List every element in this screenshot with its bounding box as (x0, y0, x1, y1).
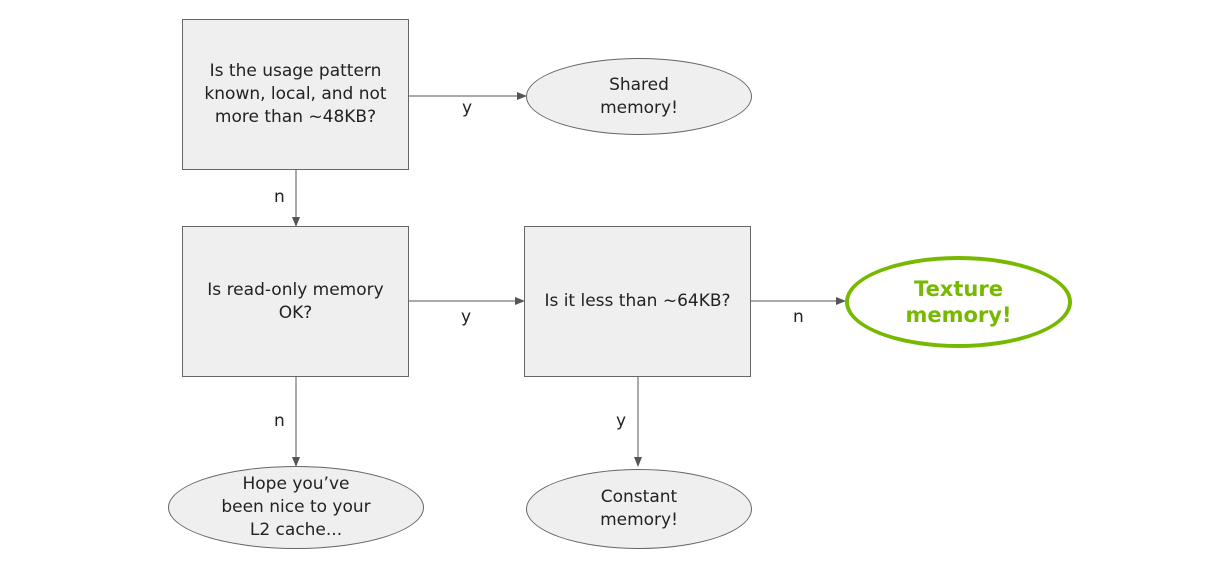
result-constant-memory-text: Constant memory! (600, 487, 678, 530)
edge-label-q1-q2: n (274, 187, 285, 207)
decision-usage-pattern: Is the usage pattern known, local, and n… (182, 19, 409, 170)
decision-size-64kb: Is it less than ~64KB? (524, 226, 751, 377)
decision-read-only-text: Is read-only memory OK? (207, 279, 384, 323)
decision-size-64kb-text: Is it less than ~64KB? (544, 291, 731, 311)
result-shared-memory-text: Shared memory! (600, 74, 678, 118)
edge-label-q3-texture: n (793, 307, 804, 327)
result-shared-memory: Shared memory! (526, 58, 752, 135)
edge-label-q1-shared: y (462, 98, 473, 118)
result-l2-cache-text: Hope you’ve been nice to your L2 cache..… (221, 474, 371, 540)
edge-label-q3-constant: y (616, 411, 627, 431)
decision-read-only: Is read-only memory OK? (182, 226, 409, 377)
result-constant-memory: Constant memory! (526, 469, 752, 549)
result-l2-cache: Hope you’ve been nice to your L2 cache..… (168, 466, 424, 549)
edge-label-q2-q3: y (461, 307, 472, 327)
decision-usage-pattern-text: Is the usage pattern known, local, and n… (204, 61, 387, 127)
edge-label-q2-l2: n (274, 411, 285, 431)
result-texture-memory-text: Texture memory! (905, 277, 1012, 327)
result-texture-memory: Texture memory! (845, 256, 1072, 348)
